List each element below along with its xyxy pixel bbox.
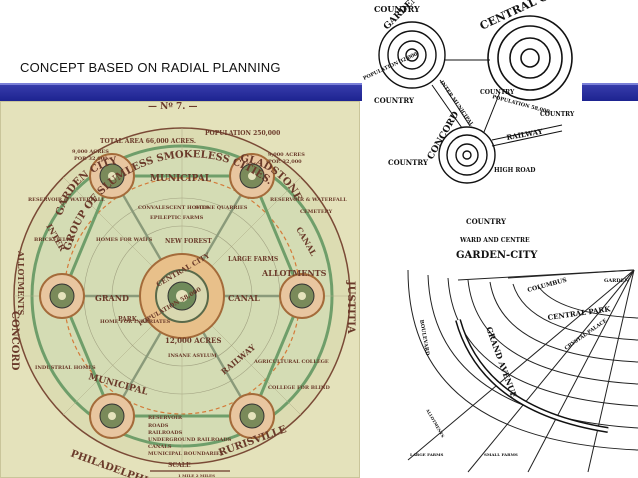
- concord-rings: [438, 126, 496, 184]
- reservoir-left: RESERVOIR & WATERFALL: [28, 197, 105, 203]
- central-city: [139, 253, 225, 339]
- satellite-city-concord: [39, 273, 85, 319]
- grand-label: GRAND: [95, 293, 129, 303]
- satellite-city-garden: [89, 153, 135, 199]
- title-band-highlight: [0, 83, 638, 85]
- country-mid: COUNTRY: [480, 89, 515, 96]
- satellite-city-gladstone: [229, 153, 275, 199]
- satellite-city-philadelphia: [89, 393, 135, 439]
- canal-label: CANAL: [228, 293, 260, 303]
- brickfields-label: BRICKFIELDS: [34, 237, 75, 243]
- svg-text:UNDERGROUND RAILROADS: UNDERGROUND RAILROADS: [148, 437, 232, 443]
- large-farms-label: LARGE FARMS: [410, 452, 444, 457]
- garden-city-acres: 9,000 ACRES: [72, 149, 109, 155]
- central-acres: 12,000 ACRES: [165, 336, 221, 345]
- central-city-diagram: COUNTRY GARDEN CITY CENTRAL CITY POPULAT…: [362, 0, 582, 200]
- slumless-cities-diagram: — Nº 7. — GROUP OF SLUMLESS SMOKELESS CI…: [0, 101, 360, 478]
- garden-label: GARDEN: [604, 278, 629, 284]
- satellite-city-justitia: [279, 273, 325, 319]
- map-legend: RESERVOIR ROADS RAILROADS UNDERGROUND RA…: [148, 415, 232, 478]
- convalescent-label: CONVALESCENT HOMES: [138, 205, 209, 211]
- municipal-label: MUNICIPAL: [150, 174, 212, 184]
- ward-centre-label: WARD AND CENTRE: [459, 237, 530, 244]
- small-farms-label: SMALL FARMS: [484, 452, 518, 457]
- svg-text:RESERVOIR: RESERVOIR: [148, 415, 183, 421]
- central-city-rings: [487, 15, 573, 101]
- country-left: COUNTRY: [374, 96, 415, 105]
- stone-quarries-label: STONE QUARRIES: [195, 205, 248, 211]
- college-blind-label: COLLEGE FOR BLIND: [268, 385, 330, 391]
- satellite-city-rurisville: [229, 393, 275, 439]
- svg-text:MUNICIPAL BOUNDARIES: MUNICIPAL BOUNDARIES: [148, 451, 224, 457]
- gladstone-acres: 9,000 ACRES: [268, 152, 305, 158]
- svg-text:RAILROADS: RAILROADS: [148, 430, 183, 436]
- connecting-lines: [431, 59, 563, 147]
- country-right: COUNTRY: [540, 111, 575, 118]
- justitia-label: JUSTITIA: [345, 280, 356, 334]
- svg-text:ROADS: ROADS: [148, 423, 169, 429]
- total-area-label: TOTAL AREA 66,000 ACRES.: [100, 138, 196, 145]
- garden-city-title: GARDEN-CITY: [456, 250, 538, 261]
- concentric-boulevards: [407, 269, 638, 451]
- country-bottom: COUNTRY: [388, 158, 429, 167]
- radial-streets: [407, 269, 635, 473]
- gladstone-pop: POP. 32,000: [268, 159, 302, 165]
- slide-title: CONCEPT BASED ON RADIAL PLANNING: [20, 60, 281, 75]
- svg-text:1 MILE 2 MILES: 1 MILE 2 MILES: [178, 473, 215, 478]
- agricultural-college-label: AGRICULTURAL COLLEGE: [253, 359, 329, 365]
- new-forest-label: NEW FOREST: [165, 238, 212, 245]
- garden-city-pop: POP. 32,000: [74, 156, 108, 162]
- country-label: COUNTRY: [466, 217, 507, 226]
- cemetery-label: CEMETERY: [300, 209, 333, 215]
- svg-text:CANALS: CANALS: [148, 444, 172, 450]
- industrial-homes-label: INDUSTRIAL HOMES: [35, 365, 96, 371]
- insane-asylum-label: INSANE ASYLUM: [168, 353, 217, 359]
- garden-city-rings: [378, 21, 446, 89]
- ward-centre-diagram: COUNTRY WARD AND CENTRE GARDEN-CITY GRAN…: [398, 210, 638, 478]
- reservoir-right: RESERVOIR & WATERFALL: [270, 197, 347, 203]
- home-inebriates-label: HOME FOR INEBRIATES: [100, 319, 171, 325]
- allotments-right: ALLOTMENTS: [261, 268, 327, 278]
- concord-label: CONCORD: [9, 311, 20, 371]
- large-farms-label: LARGE FARMS: [228, 256, 278, 263]
- homes-waifs-label: HOMES FOR WAIFS: [96, 237, 153, 243]
- park-label: PARK: [118, 316, 138, 323]
- population-label: POPULATION 250,000: [205, 130, 280, 137]
- country-top: COUNTRY: [374, 4, 420, 14]
- epileptic-label: EPILEPTIC FARMS: [150, 215, 204, 221]
- allotments-left: ALLOTMENTS: [16, 250, 26, 316]
- svg-text:SCALE: SCALE: [168, 462, 191, 469]
- high-road-label: HIGH ROAD: [494, 167, 535, 174]
- diagram-number: — Nº 7. —: [148, 102, 198, 112]
